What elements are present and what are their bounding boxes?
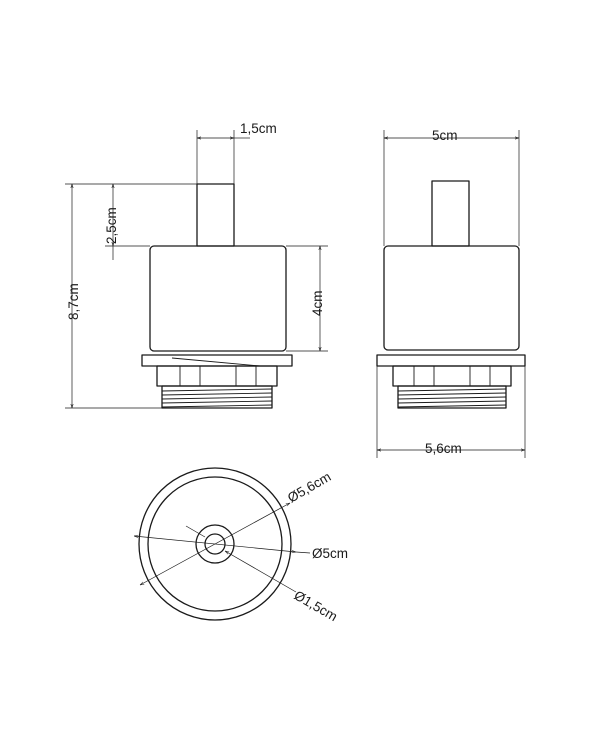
label-inner-diameter: Ø1,5cm xyxy=(292,588,340,625)
side-view xyxy=(141,183,293,409)
leader-middle-diameter xyxy=(134,536,311,554)
cup-body xyxy=(149,245,287,352)
cord-stem xyxy=(196,183,235,247)
label-outer-diameter: Ø5,6cm xyxy=(285,469,333,506)
dim-total-height xyxy=(65,183,162,409)
front-view xyxy=(376,180,526,409)
dim-cup-width xyxy=(383,130,520,246)
washer-front xyxy=(376,354,526,367)
cord-stem-front xyxy=(431,180,470,247)
dim-cord-width xyxy=(196,130,250,184)
hex-nut-front xyxy=(392,365,512,387)
hex-nut xyxy=(156,365,278,387)
label-total-height: 8,7cm xyxy=(66,283,81,320)
label-cup-width: 5cm xyxy=(432,128,458,143)
dim-base-width xyxy=(376,366,526,458)
washer xyxy=(141,354,293,367)
label-cup-height: 4cm xyxy=(310,290,325,316)
dim-cord-height xyxy=(105,183,234,260)
dim-cup-height xyxy=(286,245,328,352)
label-cord-width: 1,5cm xyxy=(240,121,277,136)
cup-body-front xyxy=(383,245,520,351)
label-middle-diameter: Ø5cm xyxy=(312,546,348,561)
label-cord-height: 2,5cm xyxy=(104,207,119,244)
leader-inner-diameter xyxy=(185,525,297,593)
label-base-width: 5,6cm xyxy=(425,441,462,456)
